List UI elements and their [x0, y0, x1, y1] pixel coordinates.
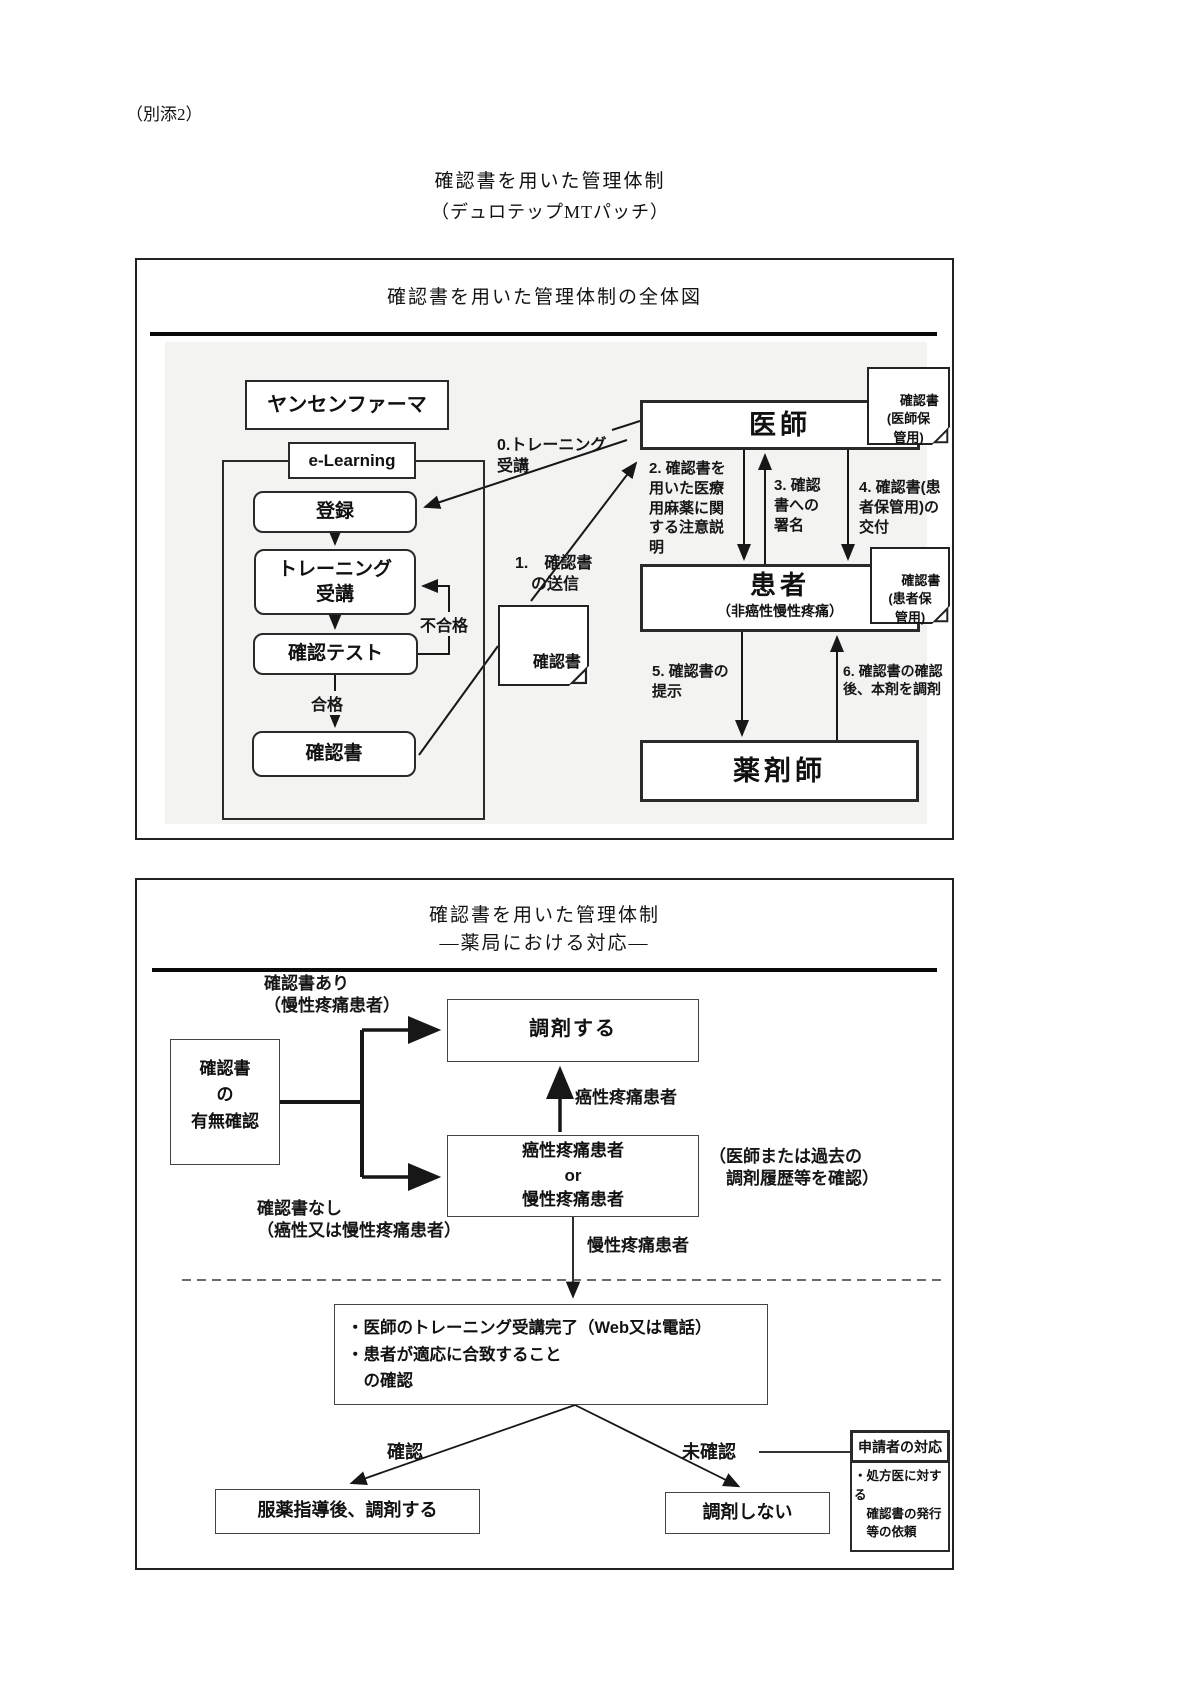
- flow-training-box: トレーニング 受講: [254, 549, 416, 615]
- step3-label: 3. 確認 書への 署名: [774, 477, 821, 534]
- pass-label: 合格: [309, 691, 346, 715]
- certificate-document-icon: 確認書: [498, 605, 589, 686]
- no-dispense-box: 調剤しない: [665, 1492, 830, 1534]
- company-box: ヤンセンファーマ: [245, 380, 449, 430]
- applicant-response-box: 申請者の対応 ・処方医に対する 確認書の発行 等の依頼: [850, 1430, 950, 1552]
- arrow-training-attend: [423, 439, 628, 509]
- arrow-confirmed: [349, 1404, 576, 1486]
- figure1-arrows: [328, 420, 855, 756]
- step0-label: 0.トレーニング 受講: [497, 437, 607, 476]
- step1-label: 1. 確認書 の送信: [515, 555, 593, 594]
- figure1-title: 確認書を用いた管理体制の全体図: [386, 287, 702, 308]
- page-subtitle: （デュロテップMTパッチ）: [431, 202, 669, 222]
- page-title: 確認書を用いた管理体制: [434, 171, 666, 192]
- unconfirmed-label: 未確認: [682, 1442, 736, 1462]
- patient-label: 患者: [749, 570, 810, 600]
- folded-corner-icon: [569, 666, 589, 686]
- patient-copy-label: 確認書 (患者保 管用): [888, 573, 941, 625]
- confirmed-label: 確認: [387, 1442, 423, 1462]
- elearning-label-box: e-Learning: [288, 442, 416, 479]
- figure2-arrows: [182, 1016, 945, 1488]
- arrow-unconfirmed: [574, 1404, 741, 1488]
- figure2-title: 確認書を用いた管理体制: [428, 905, 660, 926]
- chronic-pain-label: 慢性疼痛患者: [587, 1236, 689, 1255]
- dispense-box: 調剤する: [447, 999, 699, 1062]
- patient-copy-document-icon: 確認書 (患者保 管用): [870, 547, 950, 625]
- without-doc-label: 確認書なし （癌性又は慢性疼痛患者）: [257, 1199, 461, 1241]
- check-existence-box: 確認書 の 有無確認: [170, 1039, 280, 1165]
- folded-corner-icon: [932, 427, 950, 445]
- applicant-response-body: ・処方医に対する 確認書の発行 等の依頼: [850, 1461, 950, 1552]
- doctor-copy-document-icon: 確認書 (医師保 管用): [867, 367, 950, 445]
- pharmacist-box: 薬剤師: [640, 740, 919, 802]
- doctor-copy-label: 確認書 (医師保 管用): [886, 393, 939, 445]
- flow-register-box: 登録: [253, 491, 417, 533]
- or-box: 癌性疼痛患者 or 慢性疼痛患者: [447, 1135, 699, 1217]
- step2-label: 2. 確認書を 用いた医療 用麻薬に関 する注意説 明: [649, 460, 726, 557]
- arrow-send-certificate: [530, 461, 638, 602]
- figure2-title-rule: [152, 968, 937, 972]
- folded-corner-icon: [932, 606, 950, 624]
- flow-test-box: 確認テスト: [253, 633, 418, 675]
- verify-note-label: （医師または過去の 調剤履歴等を確認）: [709, 1147, 879, 1189]
- step5-label: 5. 確認書の 提示: [652, 663, 729, 700]
- flow-certificate-box: 確認書: [252, 731, 416, 777]
- figure1-title-rule: [150, 332, 937, 336]
- fail-label: 不合格: [418, 612, 471, 636]
- line-label0-to-doctor: [611, 420, 641, 431]
- figure2-subtitle: ―薬局における対応―: [439, 933, 650, 954]
- figure2-frame: 確認書を用いた管理体制 ―薬局における対応― 確認書あり （慢性疼痛患者）: [135, 878, 954, 1570]
- patient-sub-label: （非癌性慢性疼痛）: [717, 603, 843, 620]
- figure1-frame: 確認書を用いた管理体制の全体図: [135, 258, 954, 840]
- criteria-box: ・医師のトレーニング受講完了（Web又は電話） ・患者が適応に合致すること の確…: [334, 1304, 768, 1405]
- attachment-label: （別添2）: [126, 105, 203, 124]
- dispense-after-guidance-box: 服薬指導後、調剤する: [215, 1489, 480, 1534]
- step4-label: 4. 確認書(患 者保管用)の 交付: [859, 479, 941, 536]
- cancer-pain-label: 癌性疼痛患者: [575, 1088, 677, 1107]
- applicant-response-header: 申請者の対応: [850, 1430, 950, 1463]
- step6-label: 6. 確認書の確認 後、本剤を調剤: [843, 663, 943, 698]
- branch-trunk-lines: [280, 1030, 364, 1177]
- with-doc-label: 確認書あり （慢性疼痛患者）: [264, 974, 400, 1016]
- certificate-document-label: 確認書: [532, 654, 581, 672]
